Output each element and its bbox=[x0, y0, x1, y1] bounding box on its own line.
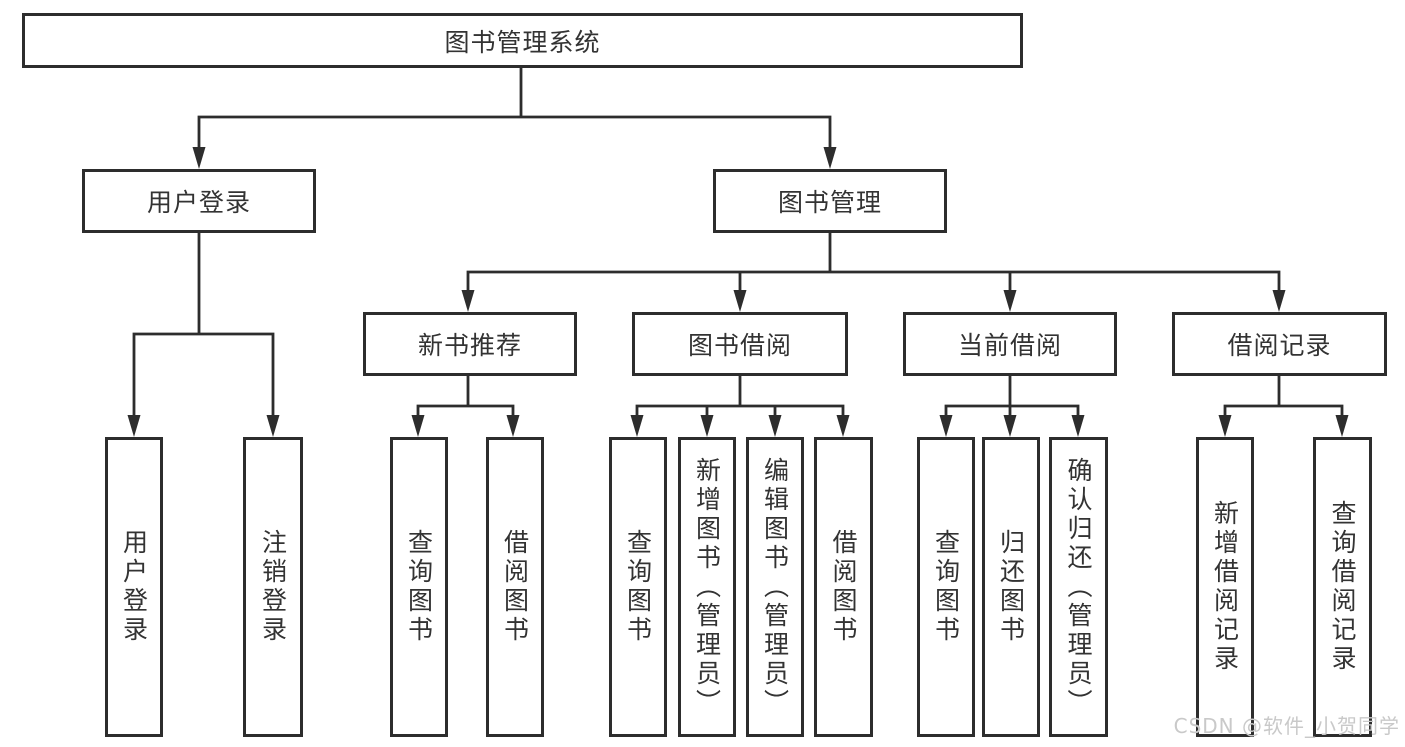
node-book-mgmt-label: 图书管理 bbox=[777, 188, 882, 217]
node-borrow-records-label: 借阅记录 bbox=[1227, 331, 1332, 360]
leaf-cb-confirm-return-label: 确认归还（管理员） bbox=[1064, 456, 1093, 718]
node-root: 图书管理系统 bbox=[22, 13, 1023, 68]
connector-book-mgmt-to-level3 bbox=[461, 233, 1286, 312]
arrowhead bbox=[1218, 415, 1232, 437]
arrowhead bbox=[939, 415, 953, 437]
arrowhead bbox=[768, 415, 782, 437]
leaf-bb-add-books-label: 新增图书（管理员） bbox=[692, 456, 722, 718]
connector-new-book-rec-to-leaves bbox=[411, 376, 520, 437]
arrowhead bbox=[127, 415, 141, 437]
node-book-borrow-label: 图书借阅 bbox=[687, 331, 792, 360]
node-current-borrow-label: 当前借阅 bbox=[957, 331, 1062, 360]
node-new-book-rec: 新书推荐 bbox=[363, 312, 577, 376]
leaf-bb-query-books-label: 查询图书 bbox=[623, 529, 653, 645]
arrowhead bbox=[461, 290, 475, 312]
leaf-bb-borrow-books-label: 借阅图书 bbox=[829, 529, 858, 645]
arrowhead bbox=[1003, 290, 1017, 312]
leaf-rec-borrow-books: 借阅图书 bbox=[486, 437, 544, 737]
arrowhead bbox=[823, 147, 837, 169]
leaf-cb-query-books-label: 查询图书 bbox=[931, 529, 961, 645]
leaf-bb-edit-books: 编辑图书（管理员） bbox=[746, 437, 804, 737]
leaf-br-add-record: 新增借阅记录 bbox=[1196, 437, 1254, 737]
leaf-bb-edit-books-label: 编辑图书（管理员） bbox=[760, 456, 790, 718]
node-borrow-records: 借阅记录 bbox=[1172, 312, 1387, 376]
arrowhead bbox=[1071, 415, 1085, 437]
node-root-label: 图书管理系统 bbox=[444, 27, 601, 57]
node-user-login: 用户登录 bbox=[82, 169, 316, 233]
leaf-rec-query-books-label: 查询图书 bbox=[404, 529, 434, 645]
leaf-cb-return-books-label: 归还图书 bbox=[996, 529, 1026, 645]
leaf-user-login: 用户登录 bbox=[105, 437, 163, 737]
leaf-user-login-label: 用户登录 bbox=[119, 529, 149, 645]
arrowhead bbox=[266, 415, 280, 437]
arrowhead bbox=[411, 415, 425, 437]
node-new-book-rec-label: 新书推荐 bbox=[417, 331, 522, 360]
leaf-cb-query-books: 查询图书 bbox=[917, 437, 975, 737]
leaf-bb-borrow-books: 借阅图书 bbox=[814, 437, 873, 737]
connector-book-borrow-to-leaves bbox=[630, 376, 850, 437]
arrowhead bbox=[836, 415, 850, 437]
node-book-borrow: 图书借阅 bbox=[632, 312, 848, 376]
arrowhead bbox=[733, 290, 747, 312]
arrowhead bbox=[1003, 415, 1017, 437]
leaf-br-query-record-label: 查询借阅记录 bbox=[1328, 500, 1357, 674]
arrowhead bbox=[700, 415, 714, 437]
node-user-login-label: 用户登录 bbox=[146, 188, 251, 217]
leaf-br-add-record-label: 新增借阅记录 bbox=[1210, 500, 1240, 674]
connector-borrow-records-to-leaves bbox=[1218, 376, 1349, 437]
connector-root-to-level2 bbox=[192, 68, 837, 169]
leaf-cb-return-books: 归还图书 bbox=[982, 437, 1040, 737]
leaf-bb-query-books: 查询图书 bbox=[609, 437, 667, 737]
leaf-cb-confirm-return: 确认归还（管理员） bbox=[1049, 437, 1108, 737]
leaf-rec-borrow-books-label: 借阅图书 bbox=[500, 529, 530, 645]
leaf-rec-query-books: 查询图书 bbox=[390, 437, 448, 737]
node-current-borrow: 当前借阅 bbox=[903, 312, 1117, 376]
csdn-watermark: CSDN @软件_小贺同学 bbox=[1173, 714, 1400, 738]
leaf-logout-label: 注销登录 bbox=[258, 529, 288, 645]
arrowhead bbox=[630, 415, 644, 437]
leaf-logout: 注销登录 bbox=[243, 437, 303, 737]
connector-user-login-to-leaves bbox=[127, 233, 280, 437]
arrowhead bbox=[1335, 415, 1349, 437]
leaf-bb-add-books: 新增图书（管理员） bbox=[678, 437, 736, 737]
connector-current-borrow-to-leaves bbox=[939, 376, 1085, 437]
arrowhead bbox=[1272, 290, 1286, 312]
node-book-mgmt: 图书管理 bbox=[713, 169, 947, 233]
arrowhead bbox=[192, 147, 206, 169]
arrowhead bbox=[506, 415, 520, 437]
leaf-br-query-record: 查询借阅记录 bbox=[1313, 437, 1372, 737]
